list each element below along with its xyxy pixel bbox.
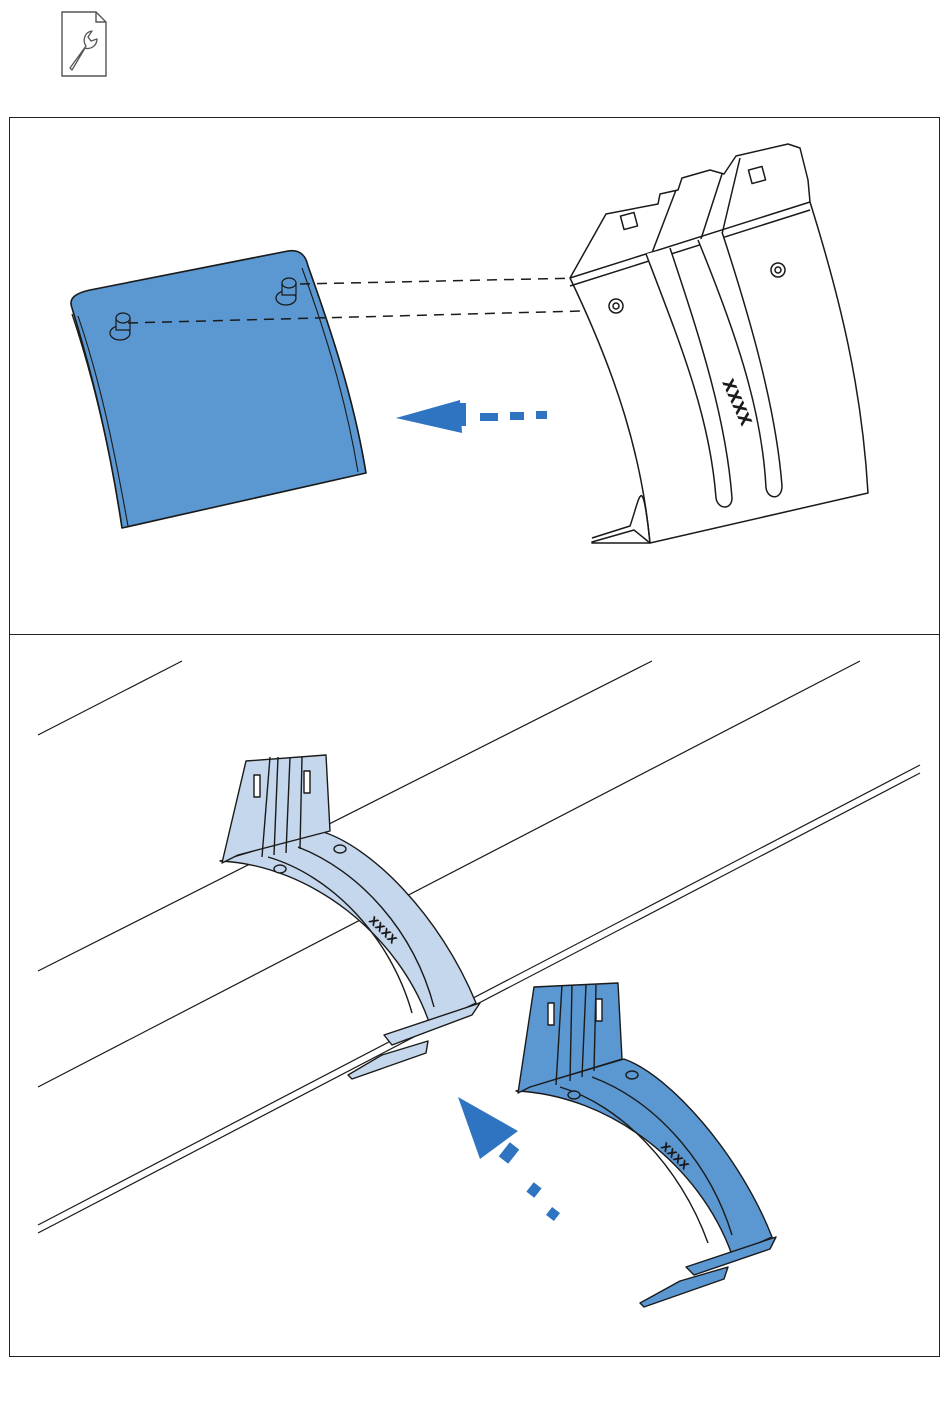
alignment-line-upper — [300, 278, 582, 284]
wrench-document-icon — [58, 10, 110, 80]
step-2-illustration: XXXX XXXX — [10, 635, 941, 1356]
white-bracket — [570, 144, 868, 543]
step-2-panel: XXXX XXXX — [9, 634, 940, 1357]
blue-wear-plate — [71, 251, 366, 528]
installed-bracket — [220, 755, 480, 1079]
direction-arrow-up-left — [458, 1097, 560, 1221]
step-1-illustration: XXXX — [10, 118, 941, 634]
new-bracket — [516, 983, 776, 1307]
step-1-panel: XXXX — [9, 117, 940, 635]
direction-arrow-left — [396, 400, 547, 433]
